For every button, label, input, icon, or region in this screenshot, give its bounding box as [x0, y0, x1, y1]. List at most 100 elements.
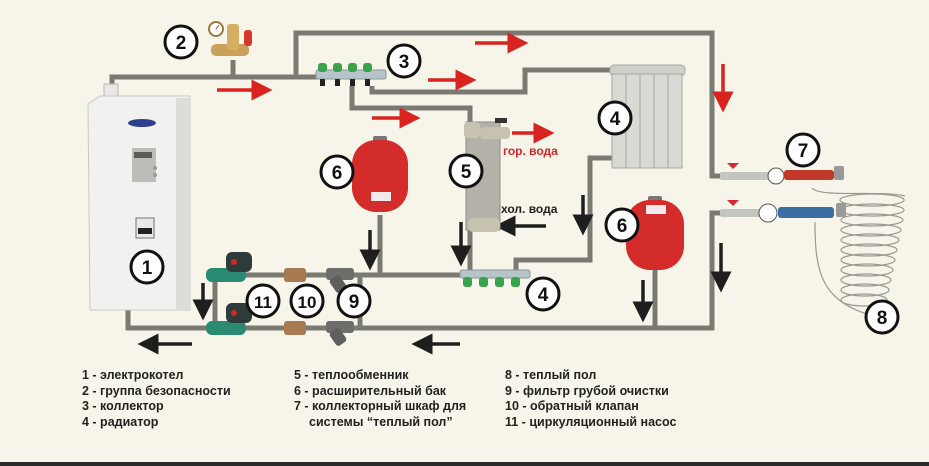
coil-loop [840, 213, 904, 227]
badge-boiler: 1 [129, 249, 165, 285]
collector-valve [495, 277, 504, 287]
safety-valve [244, 30, 252, 46]
coil-supply-tube [811, 187, 906, 197]
boiler-side [176, 98, 190, 310]
badge-circle [245, 283, 281, 319]
pump-volute [206, 321, 246, 335]
floor-collector-return [720, 200, 846, 223]
flow-meter-icon [758, 203, 778, 223]
filter-sump [329, 328, 347, 346]
badge-circle [386, 43, 422, 79]
legend-item: 3 - коллектор [82, 399, 164, 413]
badge-circle [163, 24, 199, 60]
tank-body [626, 200, 684, 270]
badge-number: 6 [332, 163, 343, 184]
badge-number: 6 [617, 216, 628, 237]
badge-circle [289, 283, 325, 319]
exchanger-hot-outlet [480, 127, 510, 139]
radiator-supply-pipe [369, 67, 610, 95]
collector-valve [333, 63, 342, 72]
legend-item: 7 - коллекторный шкаф для [294, 399, 467, 413]
exchanger-bottom-fitting [468, 218, 500, 232]
radiator-return-pipe [513, 155, 612, 272]
collector-outlet [365, 79, 370, 86]
badge-tank-right: 6 [604, 207, 640, 243]
pump-lower [206, 303, 252, 335]
collector-valve [318, 63, 327, 72]
badge-circle [864, 299, 900, 335]
collector-valve [511, 277, 520, 287]
badge-number: 2 [176, 33, 187, 54]
pump-motor [226, 303, 252, 323]
red-valve-handle-icon [727, 163, 739, 169]
check-valve-body [284, 268, 306, 282]
legend-item: 6 - расширительный бак [294, 383, 447, 398]
coil-loop [840, 283, 890, 297]
collector-valve [348, 63, 357, 72]
pump-terminal [231, 259, 237, 265]
filter-body [326, 321, 354, 333]
legend-column-3: 8 - теплый пол 9 - фильтр грубой очистки… [505, 368, 676, 430]
expansion-tank-left [352, 136, 408, 212]
return-valve-pipe [720, 209, 766, 217]
collector-outlet [350, 79, 355, 86]
return-manifold [778, 207, 834, 218]
check-valve-upper [284, 268, 306, 282]
badge-number: 7 [798, 141, 809, 162]
electric-boiler [87, 83, 191, 311]
coil-loop [840, 263, 894, 277]
flow-arrows [137, 32, 734, 355]
gauge-needle [215, 24, 220, 30]
supply-manifold [784, 170, 834, 180]
boiler-button [153, 173, 157, 177]
badge-warm-floor: 8 [864, 299, 900, 335]
warm-floor-coil [811, 187, 906, 316]
badge-pump: 11 [245, 283, 281, 319]
badge-floor-cabinet: 7 [785, 132, 821, 168]
coil-loop [840, 253, 896, 267]
exchanger-valve-handle [495, 118, 507, 123]
badge-check-valve: 10 [289, 283, 325, 319]
air-vent [836, 203, 846, 217]
check-valve-lower [284, 321, 306, 335]
badge-circle [319, 154, 355, 190]
boiler-breaker-switch [138, 228, 152, 234]
main-return-line [220, 210, 722, 331]
badge-circle [129, 249, 165, 285]
legend-column-1: 1 - электрокотел 2 - группа безопасности… [82, 368, 231, 430]
badge-heat-exchanger: 5 [448, 153, 484, 189]
safety-group [208, 21, 252, 56]
air-vent [834, 166, 844, 180]
badge-number: 9 [349, 292, 360, 313]
tank-label [646, 205, 666, 214]
badge-circle [785, 132, 821, 168]
badge-return-collector: 4 [525, 276, 561, 312]
legend-item: 1 - электрокотел [82, 368, 184, 382]
exchanger-top-fitting [464, 122, 480, 138]
coil-loop [840, 223, 902, 237]
coil-return-tube [814, 221, 871, 316]
supply-pipe-main [109, 74, 380, 86]
legend-item: 4 - радиатор [82, 414, 159, 429]
badge-circle [604, 207, 640, 243]
badge-number: 8 [877, 308, 888, 329]
radiator-section [639, 73, 655, 169]
return-collector [459, 269, 531, 287]
legend-item: 10 - обратный клапан [505, 399, 639, 413]
collector-valve [479, 277, 488, 287]
boiler-display [134, 152, 152, 158]
badge-number: 11 [254, 293, 272, 312]
pump-terminal [231, 310, 237, 316]
radiator-section [667, 73, 683, 169]
supply-collector [315, 63, 387, 86]
supply-valve-pipe [720, 172, 770, 180]
bottom-border [0, 462, 929, 466]
floor-supply-pipe [293, 30, 722, 179]
badge-number: 3 [399, 52, 410, 73]
badge-radiator: 4 [597, 100, 633, 136]
badge-circle [448, 153, 484, 189]
collector-outlet [320, 79, 325, 86]
coil-loop [840, 293, 888, 307]
collector-valve [463, 277, 472, 287]
